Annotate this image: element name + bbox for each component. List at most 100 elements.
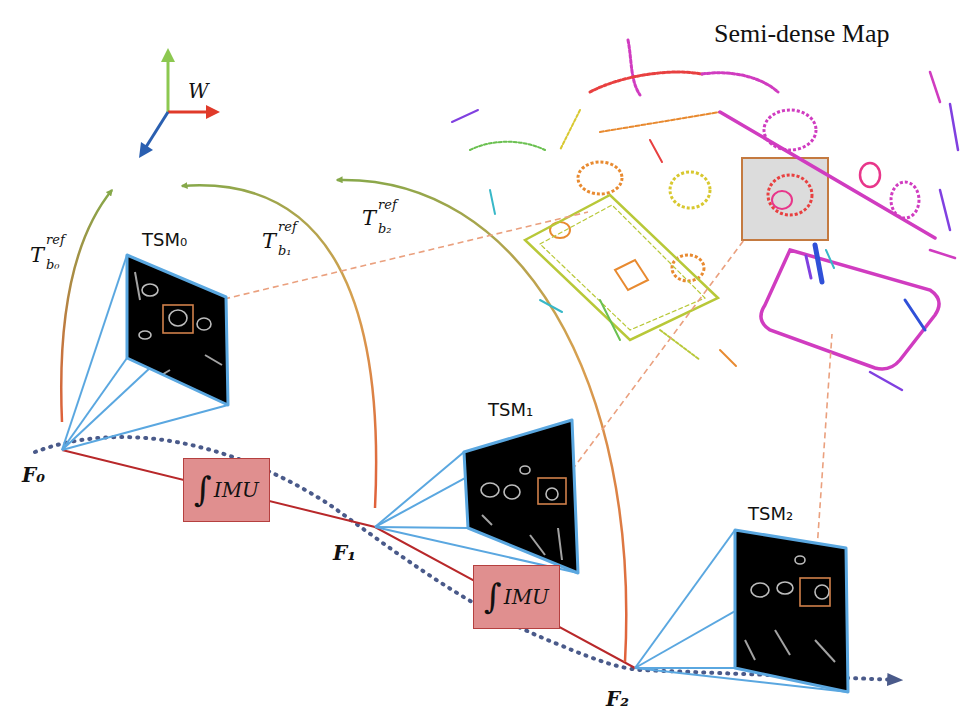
transform-subscript: b₁ xyxy=(278,244,292,258)
map-edge xyxy=(560,110,580,150)
y-axis xyxy=(167,60,170,112)
z-axis xyxy=(146,112,168,147)
image-plane xyxy=(728,502,854,698)
map-edge xyxy=(826,250,834,268)
transform-arc xyxy=(61,190,112,422)
transform-symbol: T xyxy=(30,244,44,267)
frame-label: F₀ xyxy=(22,464,45,486)
event-edge xyxy=(139,331,151,339)
map-edge xyxy=(764,110,816,150)
frustum-line xyxy=(635,667,735,669)
transform-arc xyxy=(337,180,626,662)
event-edge xyxy=(481,483,499,497)
event-edge xyxy=(558,528,562,560)
world-axes xyxy=(139,48,220,158)
image-frame: TSM₁ xyxy=(458,398,584,580)
highlight-box xyxy=(742,158,828,240)
map-edge xyxy=(600,112,720,132)
event-edge xyxy=(530,535,545,555)
map-edge xyxy=(452,110,478,122)
frame-name: W xyxy=(188,80,209,102)
map-edge xyxy=(702,73,778,92)
semi-dense-map xyxy=(452,40,958,390)
frustum-line xyxy=(635,530,735,668)
image-content xyxy=(464,420,578,573)
event-edge xyxy=(135,272,140,300)
transform-superscript: ref xyxy=(378,198,397,212)
event-edge xyxy=(482,515,492,525)
map-edge xyxy=(590,72,702,92)
frame-title: TSM₀ xyxy=(142,230,187,250)
event-edge xyxy=(815,585,829,599)
map-edge xyxy=(670,172,710,208)
image-ground xyxy=(464,420,578,573)
axis-head xyxy=(161,48,175,62)
camera-frustums xyxy=(62,255,848,692)
event-edge xyxy=(169,310,187,326)
x-axis xyxy=(168,111,208,114)
imu-label: IMU xyxy=(504,586,549,608)
map-edge xyxy=(650,140,662,162)
image-frame: TSM₀ xyxy=(118,226,234,411)
map-title: Semi-dense Map xyxy=(714,20,889,49)
map-edge xyxy=(815,245,822,282)
frame-label: F₂ xyxy=(606,688,629,710)
map-edge xyxy=(891,182,919,218)
event-edge xyxy=(205,355,222,365)
map-edge xyxy=(940,190,950,230)
map-edge xyxy=(720,350,736,366)
map-edge xyxy=(490,190,495,214)
imu-box: ∫IMU xyxy=(183,458,270,522)
map-edge xyxy=(930,250,955,258)
image-frame: TSM₂ xyxy=(728,502,854,698)
event-edge xyxy=(197,318,211,330)
frame-title: TSM₁ xyxy=(488,400,533,420)
transform-superscript: ref xyxy=(278,220,297,234)
frame-label: F₁ xyxy=(333,542,356,564)
map-edge xyxy=(772,191,792,209)
image-ground xyxy=(735,530,848,692)
map-edge xyxy=(470,142,545,150)
map-edge xyxy=(540,300,562,312)
map-edge xyxy=(768,175,812,215)
image-plane xyxy=(118,226,234,411)
frustum-line xyxy=(62,405,228,450)
frame-title: TSM₂ xyxy=(748,504,793,524)
event-edge xyxy=(520,466,530,474)
image-border xyxy=(464,420,578,573)
event-edge xyxy=(815,640,835,662)
event-edge xyxy=(795,556,805,564)
map-edge xyxy=(905,300,925,330)
map-edge xyxy=(860,163,880,187)
frustum-line xyxy=(375,452,464,527)
image-plane xyxy=(458,398,584,580)
transform-symbol: T xyxy=(262,230,276,253)
map-edge xyxy=(720,112,935,238)
event-edge xyxy=(546,488,558,500)
map-edge xyxy=(950,104,958,150)
transform-subscript: b₂ xyxy=(378,222,392,236)
image-content xyxy=(735,530,848,692)
patch-box xyxy=(538,478,566,504)
patch-box xyxy=(163,305,193,333)
map-edge xyxy=(578,162,622,194)
axis-head xyxy=(139,142,153,158)
leader-line xyxy=(566,240,744,478)
image-border xyxy=(127,255,228,405)
map-edge xyxy=(525,195,718,340)
map-edge xyxy=(870,372,902,390)
map-edge xyxy=(540,205,705,330)
frustum-line xyxy=(62,358,127,450)
map-edge xyxy=(761,250,939,369)
map-edge xyxy=(806,256,811,278)
transform-subscript: b₀ xyxy=(46,258,60,272)
event-edge xyxy=(504,485,520,499)
patch-box xyxy=(800,578,830,606)
correspondence-lines xyxy=(195,212,832,578)
event-edge xyxy=(775,630,790,655)
imu-label: IMU xyxy=(214,479,259,501)
map-edge xyxy=(628,40,640,95)
time-surface xyxy=(481,466,566,560)
event-edge xyxy=(777,582,793,594)
